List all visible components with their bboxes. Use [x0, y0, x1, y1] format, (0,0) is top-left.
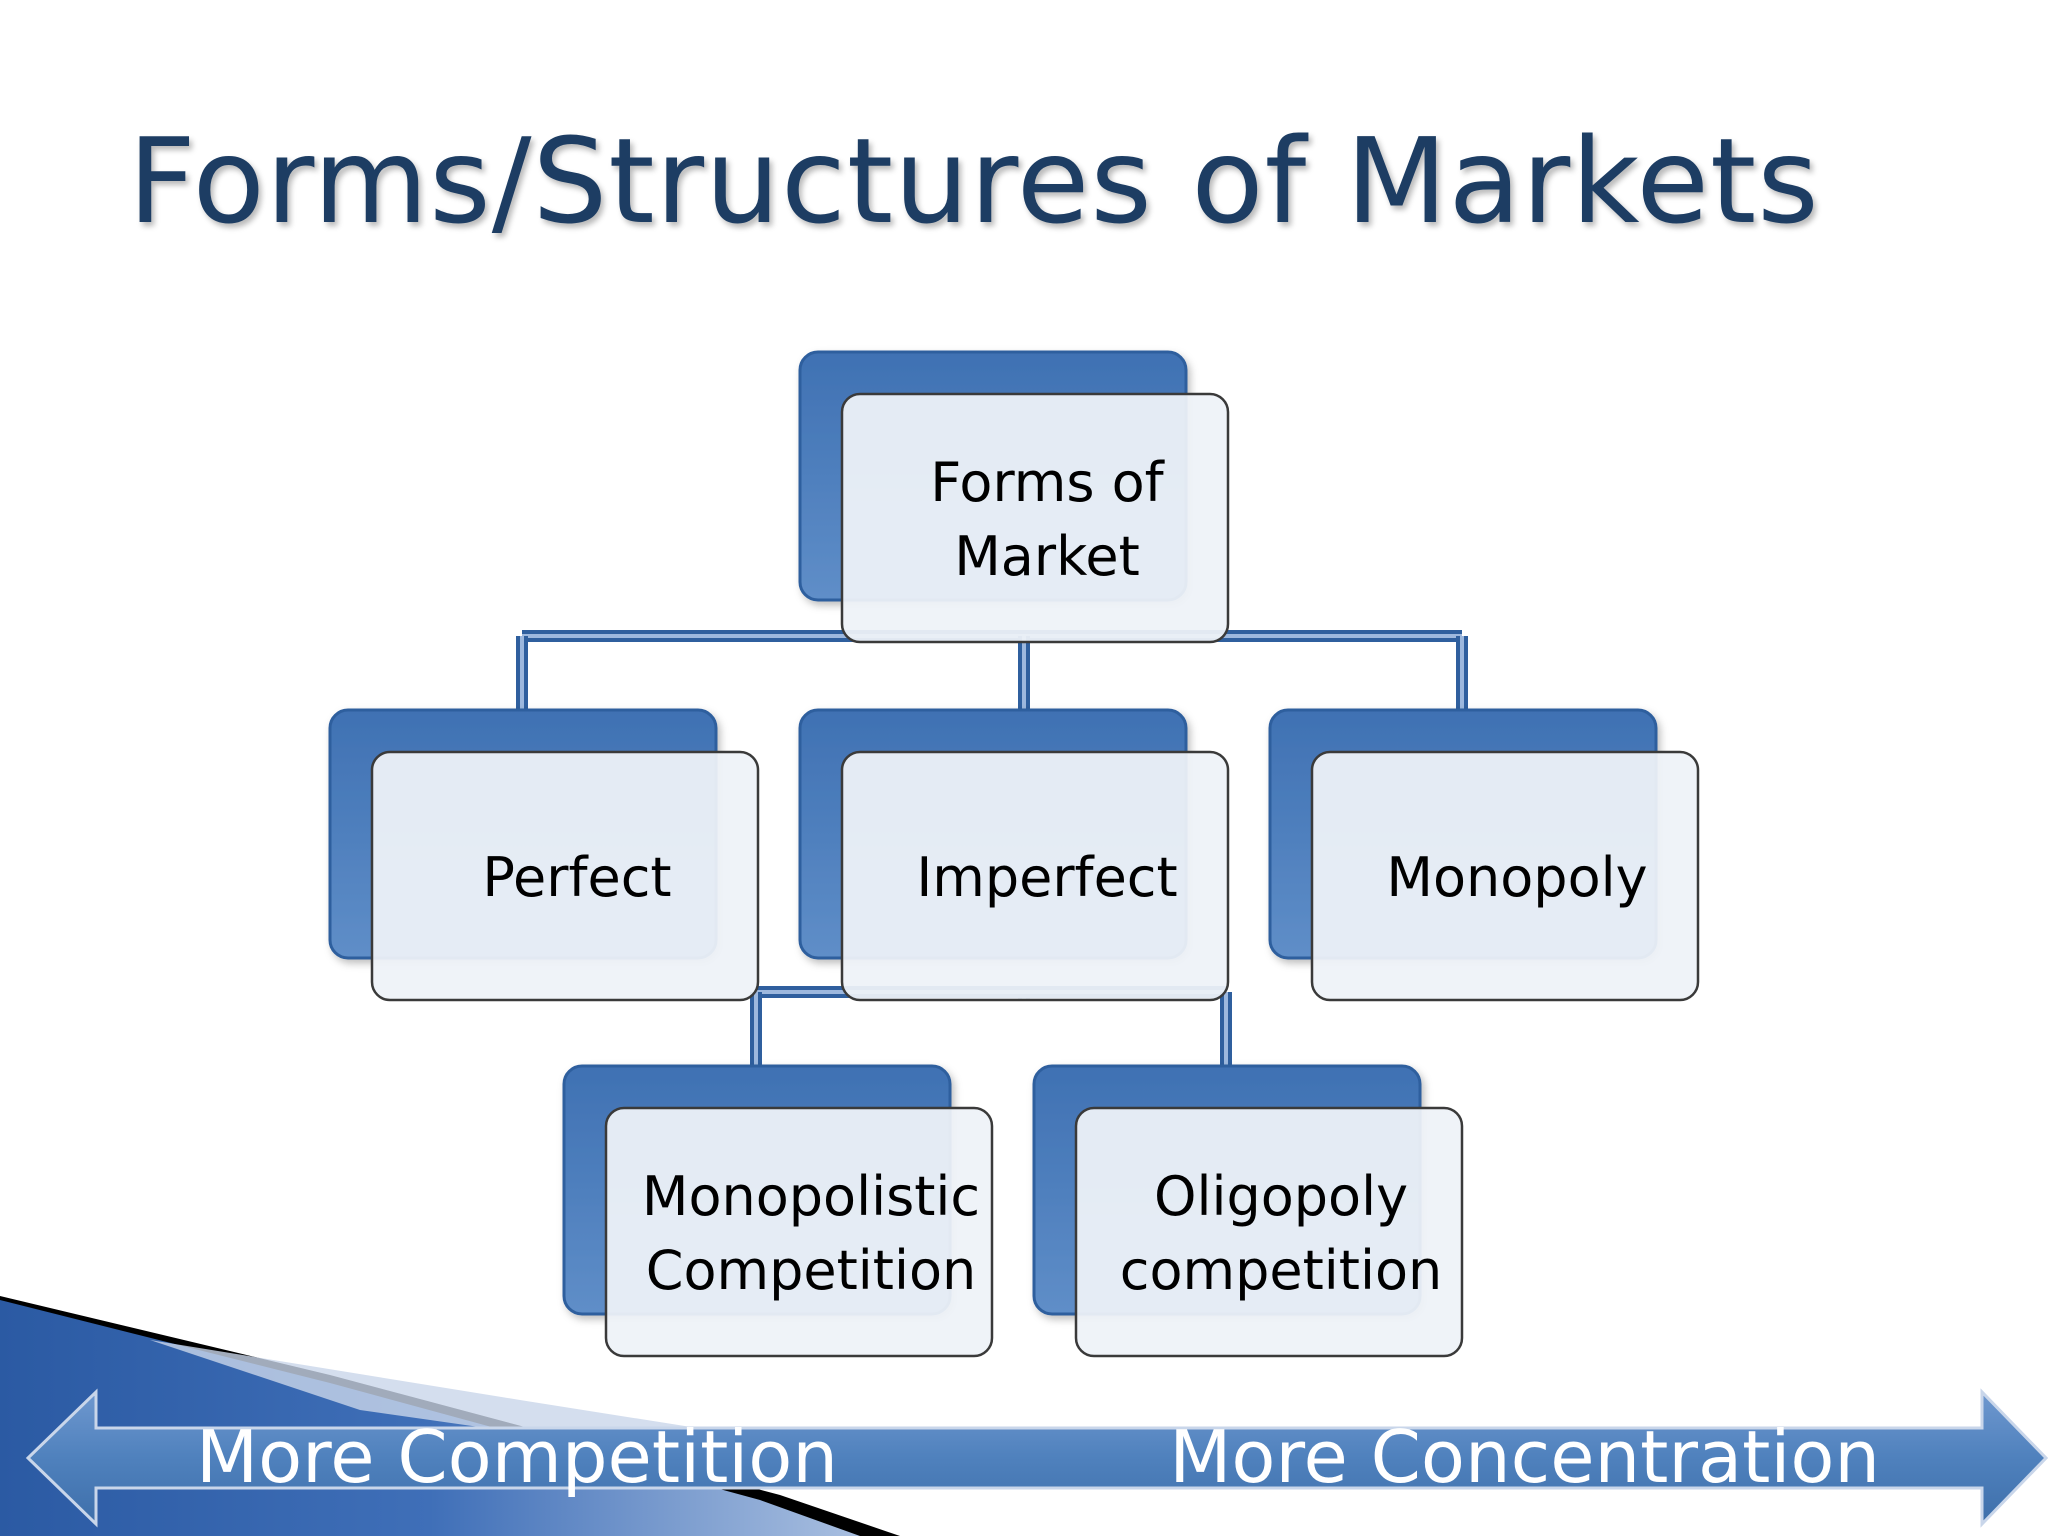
node-front-box: [370, 750, 760, 1002]
node-label: competition: [1120, 1239, 1442, 1302]
node-label: Market: [954, 525, 1140, 588]
node-perfect: Perfect: [328, 708, 760, 1002]
node-label: Forms of: [930, 451, 1165, 514]
node-label: Perfect: [482, 846, 671, 909]
node-label: Monopolistic: [642, 1165, 980, 1228]
node-monopoly: Monopoly: [1268, 708, 1700, 1002]
node-label: Oligopoly: [1154, 1165, 1408, 1228]
competition-concentration-arrow: More Competition More Concentration: [25, 1388, 2048, 1528]
more-competition-label: More Competition: [196, 1415, 838, 1499]
node-front-box: [840, 750, 1230, 1002]
node-front-box: [1310, 750, 1700, 1002]
node-front-box: [840, 392, 1230, 644]
node-imperfect: Imperfect: [798, 708, 1230, 1002]
node-label: Imperfect: [916, 846, 1177, 909]
slide-title: Forms/Structures of Markets: [128, 112, 1820, 250]
node-front-box: [1074, 1106, 1464, 1358]
node-oligopoly-competition: Oligopoly competition: [1032, 1064, 1464, 1358]
node-forms-of-market: Forms of Market: [798, 350, 1230, 644]
more-concentration-label: More Concentration: [1169, 1415, 1880, 1499]
node-label: Monopoly: [1386, 846, 1647, 909]
node-front-box: [604, 1106, 994, 1358]
node-label: Competition: [646, 1239, 976, 1302]
